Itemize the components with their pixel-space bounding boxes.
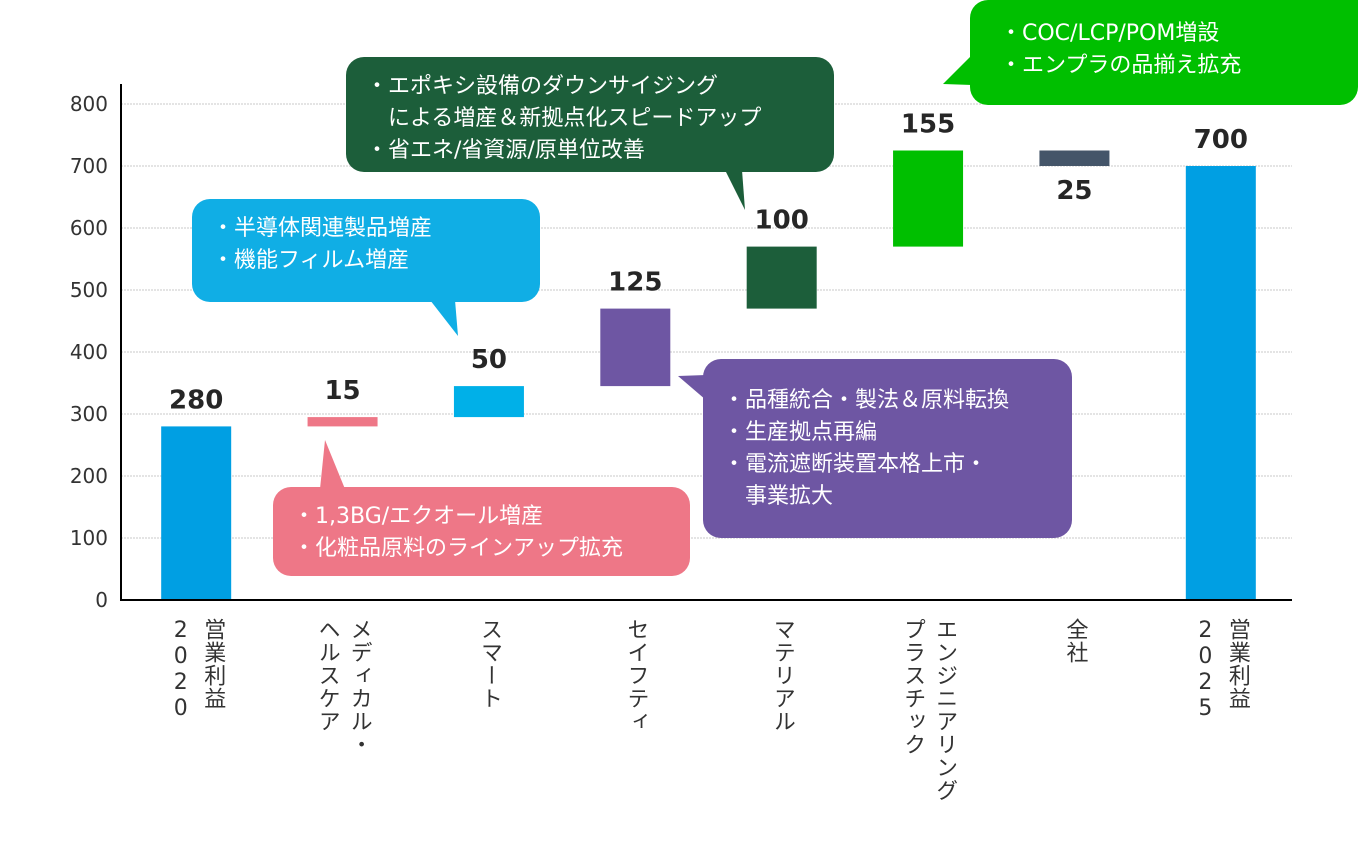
bar — [600, 308, 671, 387]
annotation-callout: ・品種統合・製法＆原料転換・生産拠点再編・電流遮断装置本格上市・ 事業拡大 — [703, 359, 1072, 538]
annotation-line: ・COC/LCP/POM増設 — [1000, 21, 1220, 46]
y-tick-label: 200 — [70, 464, 108, 488]
value-label: 280 — [169, 385, 223, 415]
annotation-line: ・エポキシ設備のダウンサイジング — [366, 74, 719, 99]
bars — [161, 150, 1256, 600]
annotation-callout: ・1,3BG/エクオール増産・化粧品原料のラインアップ拡充 — [273, 487, 690, 576]
annotation-line: 事業拡大 — [723, 484, 834, 509]
y-axis-ticks: 0 100 200 300 400 500 600 700 800 — [70, 92, 108, 612]
bar — [453, 386, 524, 418]
y-tick-label: 500 — [70, 278, 108, 302]
value-label: 50 — [471, 345, 507, 375]
bar — [1039, 150, 1110, 166]
y-tick-label: 100 — [70, 526, 108, 550]
bar — [307, 417, 378, 427]
callout-pointer — [943, 55, 972, 85]
callout-pointer — [678, 375, 706, 400]
value-labels: 280 15 50 125 100 155 25 700 — [169, 110, 1248, 416]
value-label: 15 — [324, 376, 360, 406]
annotation-callout: ・エポキシ設備のダウンサイジング による増産＆新拠点化スピードアップ・省エネ/省… — [346, 57, 834, 172]
y-tick-label: 0 — [95, 588, 108, 612]
callout-pointer — [320, 440, 345, 489]
bar — [1185, 166, 1256, 600]
y-tick-label: 600 — [70, 216, 108, 240]
annotation-callout: ・COC/LCP/POM増設・エンプラの品揃え拡充 — [970, 0, 1358, 105]
y-tick-label: 400 — [70, 340, 108, 364]
annotation-line: による増産＆新拠点化スピードアップ — [366, 106, 762, 131]
callout-pointer — [725, 170, 745, 210]
callout-pointer — [430, 300, 458, 336]
x-tick-label: セイフティ — [623, 618, 649, 733]
annotation-line: ・生産拠点再編 — [723, 420, 878, 445]
value-label: 700 — [1194, 125, 1248, 155]
x-tick-label: メディカル・ ヘルスケア — [314, 618, 372, 756]
annotation-line: ・エンプラの品揃え拡充 — [1000, 53, 1242, 78]
y-tick-label: 300 — [70, 402, 108, 426]
annotation-callout: ・半導体関連製品増産・機能フィルム増産 — [192, 199, 540, 302]
x-tick-label: 全社 — [1062, 618, 1088, 664]
value-label: 25 — [1056, 176, 1092, 206]
y-tick-label: 800 — [70, 92, 108, 116]
annotation-line: ・化粧品原料のラインアップ拡充 — [293, 536, 624, 561]
annotation-line: ・電流遮断装置本格上市・ — [723, 452, 988, 477]
x-tick-label: マテリアル — [769, 618, 795, 733]
bar — [161, 426, 232, 600]
x-tick-label: 営業利益 2020 — [168, 618, 226, 722]
annotation-line: ・品種統合・製法＆原料転換 — [723, 388, 1010, 413]
bar — [893, 150, 964, 247]
annotation-line: ・半導体関連製品増産 — [212, 216, 433, 241]
annotation-line: ・機能フィルム増産 — [212, 248, 410, 273]
value-label: 155 — [901, 110, 955, 140]
annotation-line: ・省エネ/省資源/原単位改善 — [366, 138, 645, 163]
bar — [746, 246, 817, 309]
x-tick-label: スマート — [476, 618, 502, 710]
y-tick-label: 700 — [70, 154, 108, 178]
value-label: 100 — [755, 206, 809, 236]
value-label: 125 — [608, 268, 662, 298]
x-tick-label: 営業利益 2025 — [1192, 618, 1250, 722]
annotation-line: ・1,3BG/エクオール増産 — [293, 504, 544, 529]
x-tick-label: エンジニアリング プラスチック — [900, 618, 958, 802]
